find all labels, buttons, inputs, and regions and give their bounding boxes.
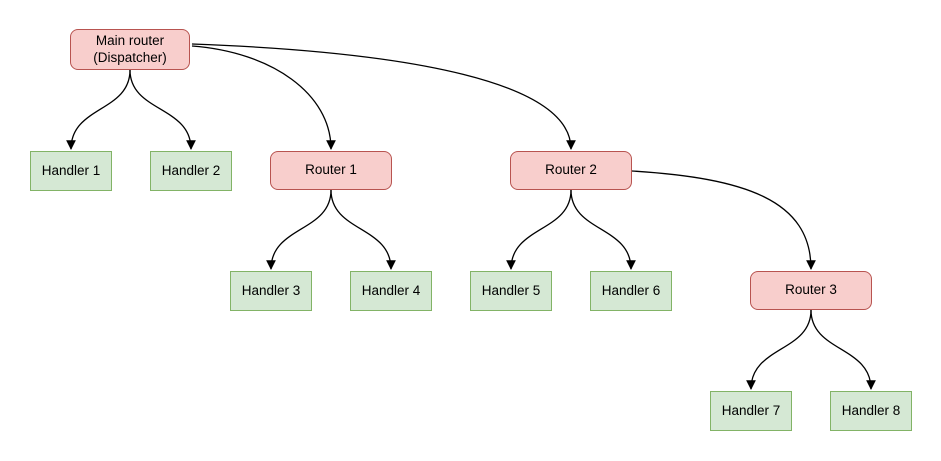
node-handler-4: Handler 4 (350, 271, 432, 311)
node-handler-6: Handler 6 (590, 271, 672, 311)
node-router-1: Router 1 (270, 151, 392, 190)
node-label: Handler 3 (241, 282, 301, 298)
edge-router-1-to-handler-3 (266, 189, 332, 270)
node-handler-2: Handler 2 (150, 151, 232, 191)
node-label: (Dispatcher) (93, 49, 167, 65)
edge-router-2-to-router-3 (631, 170, 816, 270)
node-label: Handler 1 (41, 162, 101, 178)
edge-router-2-to-handler-6 (570, 189, 636, 270)
node-label: Router 2 (545, 162, 597, 178)
node-handler-8: Handler 8 (830, 391, 912, 431)
edge-router-3-to-handler-7 (746, 309, 812, 390)
node-handler-3: Handler 3 (230, 271, 312, 311)
node-handler-7: Handler 7 (710, 391, 792, 431)
node-label: Handler 4 (361, 282, 421, 298)
edge-router-1-to-handler-4 (330, 189, 396, 270)
edge-main-router-to-handler-2 (129, 69, 196, 150)
node-main-router: Main router(Dispatcher) (70, 29, 190, 70)
node-router-3: Router 3 (750, 271, 872, 310)
edge-router-3-to-handler-8 (810, 309, 876, 390)
node-label: Main router (95, 32, 165, 48)
node-router-2: Router 2 (510, 151, 632, 190)
edge-main-router-to-router-1 (191, 45, 336, 150)
node-label: Router 3 (785, 282, 837, 298)
edge-router-2-to-handler-5 (506, 189, 572, 270)
edge-main-router-to-handler-1 (66, 69, 131, 150)
edge-main-router-to-router-2 (191, 43, 576, 150)
node-label: Handler 6 (601, 282, 661, 298)
node-handler-1: Handler 1 (30, 151, 112, 191)
node-handler-5: Handler 5 (470, 271, 552, 311)
node-label: Router 1 (305, 162, 357, 178)
node-label: Handler 8 (841, 402, 901, 418)
node-label: Handler 5 (481, 282, 541, 298)
node-label: Handler 2 (161, 162, 221, 178)
node-label: Handler 7 (721, 402, 781, 418)
